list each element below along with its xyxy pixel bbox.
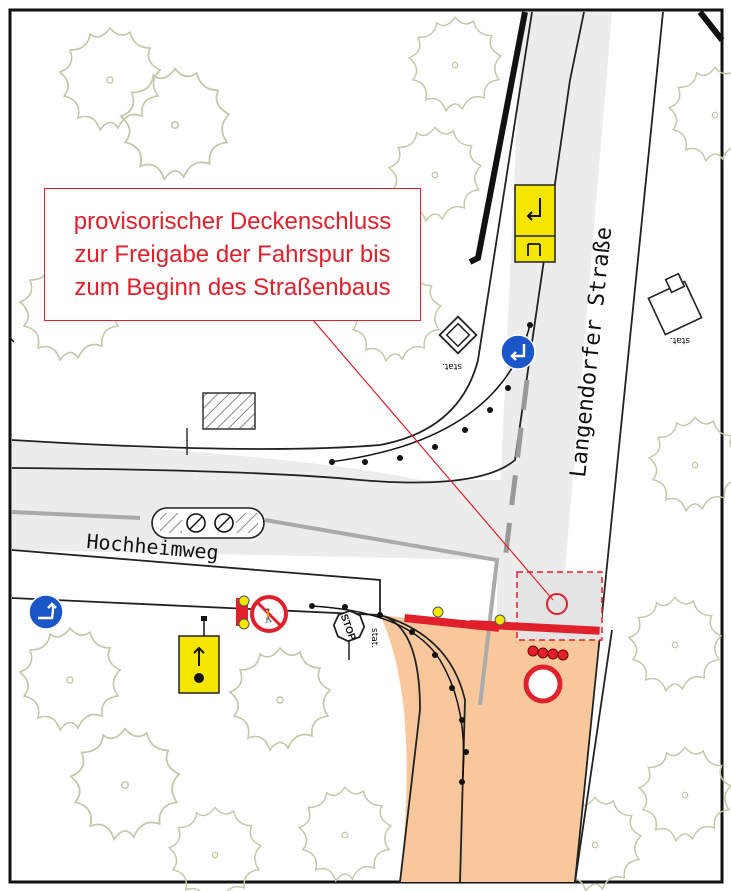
patch-marker: [546, 593, 568, 615]
stat-label-stop: stat.: [369, 628, 379, 648]
warning-lights: [238, 595, 506, 630]
callout-line-2: zur Freigabe der Fahrspur bis: [74, 241, 391, 268]
construction-callout: provisorischer Deckenschluss zur Freigab…: [44, 188, 421, 321]
lane-line: [11, 510, 141, 520]
main-road-surface: [497, 12, 612, 630]
yellow-pedestrian-sign: [178, 616, 220, 694]
blue-arrow-sign-left: [28, 594, 64, 630]
bike-prohibition-signs: [151, 507, 265, 539]
edge-tick: [9, 337, 15, 343]
lane-divider: [502, 379, 530, 561]
no-pedestrians-slash: [255, 600, 283, 628]
hatched-structure: [202, 392, 256, 430]
stat-label-diamond: stat.: [442, 361, 462, 371]
red-lights: [527, 645, 569, 661]
barrier-chain-bottom: [311, 605, 465, 786]
road-edges: [11, 11, 664, 883]
no-vehicles-sign: [523, 664, 563, 704]
kerb-line-top: [468, 11, 528, 265]
pedestrian-icon: 🚶: [261, 608, 277, 624]
stop-line: [264, 518, 500, 706]
stat-label-gateway: stat.: [670, 335, 690, 345]
barrier-chain-bottom-dots: [309, 603, 469, 785]
priority-road-sign: [438, 315, 478, 355]
kerb-line-right: [697, 10, 725, 42]
callout-line-3: zum Beginn des Straßenbaus: [74, 274, 391, 301]
stop-sign: STOP: [332, 609, 366, 660]
yellow-lane-sign-top: [514, 184, 556, 263]
callout-line-1: provisorischer Deckenschluss: [73, 208, 392, 235]
blue-arrow-sign-right: [500, 334, 536, 370]
gateway-sign: [647, 272, 703, 336]
callout-leader-line: [312, 319, 554, 601]
